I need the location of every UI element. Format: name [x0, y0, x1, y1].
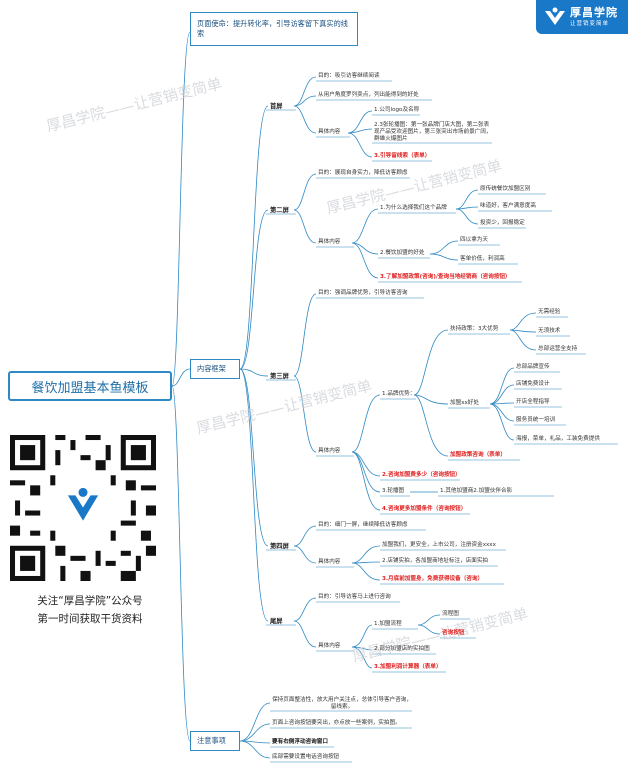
brand-slogan: 让营销变简单	[570, 21, 610, 27]
s4-goal: 目的：细门一屏，继续降低访客顾虑	[318, 522, 408, 528]
s3-join-button: 加盟政策咨询（表单）	[450, 452, 506, 458]
screen-2-label[interactable]: 第二屏	[270, 207, 289, 214]
s1-view: 从用户角度罗列卖点，列出能得到的好处	[318, 92, 419, 98]
qr-code-image	[10, 435, 156, 581]
s5-goal: 目的：引导访客马上进行咨询	[318, 594, 391, 600]
s3-join-item-5: 海报，菜单，礼品，工装免费提供	[516, 436, 600, 442]
s2-content: 具体内容	[318, 239, 341, 245]
s3-join: 加盟xx好处	[450, 400, 479, 406]
s3-join-item-4: 服务员统一培训	[516, 417, 556, 423]
s3-support-item-1: 无需经验	[538, 309, 561, 315]
s1-content: 具体内容	[318, 129, 341, 135]
s2-q2-item-2: 客单价低，利润高	[460, 256, 505, 262]
s2-q1-item-2: 味道好，客户满意度高	[480, 203, 536, 209]
node-framework[interactable]: 内容框架	[190, 359, 240, 379]
mindmap-root[interactable]: 餐饮加盟基本鱼模板	[8, 371, 172, 401]
s3-join-item-2: 店铺免费设计	[516, 381, 550, 387]
note-3: 要有右侧浮动咨询窗口	[272, 739, 328, 745]
node-mission[interactable]: 页面使命：提升转化率，引导访客留下真实的线索	[190, 12, 358, 46]
screen-3-label[interactable]: 第三屏	[270, 373, 289, 380]
s3-support-item-2: 无须技术	[538, 328, 561, 334]
s3-advantage: 1.品牌优势：	[382, 391, 416, 397]
s3-join-item-1: 总部品牌宣传	[516, 364, 550, 370]
node-notes[interactable]: 注意事项	[190, 731, 240, 751]
s2-q2-item-1: 四以拿为天	[460, 237, 488, 243]
s3-support-item-3: 总部运营全支持	[538, 346, 578, 352]
s3-item-3: 3.轮播图	[382, 488, 405, 494]
s3-join-item-3: 开店全程指导	[516, 399, 550, 405]
s2-q3: 3.了解加盟政策(咨询)/查询当地经销商（咨询按钮）	[380, 274, 511, 280]
s2-q1-item-3: 投资少，回报稳定	[480, 220, 525, 226]
screen-5-label[interactable]: 尾屏	[270, 618, 283, 625]
s5-item-1: 1.加盟流程	[374, 621, 402, 627]
s2-q1-item-1: 原传统餐饮加盟区别	[480, 186, 531, 192]
note-1: 保持页面整洁性，放大用户关注点，总体引导客户咨询，留线索。	[272, 697, 412, 710]
s3-goal: 目的：强调品牌优势，引导访客咨询	[318, 290, 408, 296]
s4-item-3: 3.月底前加盟身，免费获得设备（咨询）	[382, 576, 484, 582]
s5-item-1-button: 咨询按钮	[442, 630, 465, 636]
s3-item-2: 2.咨询加盟费多少（咨询按钮）	[382, 472, 461, 478]
note-2: 页面上咨询按钮要突出，亦点放一些案例，实拍图。	[272, 720, 401, 726]
s2-goal: 目的：展现自身实力，降低访客顾虑	[318, 170, 408, 176]
s4-item-1: 加盟我们，更安全，上市公司，注册资金xxxx	[382, 542, 496, 548]
s3-support: 扶持政策：3大优势	[450, 326, 499, 332]
s2-q1: 1.为什么选择我们这个品牌	[380, 205, 447, 211]
qr-caption-line-1: 关注“厚昌学院”公众号	[37, 595, 143, 607]
s1-goal: 目的：吸引访客继续阅读	[318, 73, 380, 79]
qr-caption-line-2: 第一时间获取干货资料	[37, 613, 143, 625]
s1-item-3: 3.引导留线索（表单）	[374, 153, 431, 159]
brand-name: 厚昌学院	[570, 6, 618, 19]
s1-item-1: 1.公司logo及名称	[374, 107, 420, 113]
s2-q2: 2.餐饮加盟的好处	[380, 250, 425, 256]
s1-item-2: 2.3张轮播图：第一张品牌门店大图，第二张表现产品受欢迎图片，第三张突出市场前景…	[374, 122, 492, 142]
s5-item-3: 3.加盟利润计算器（表单）	[374, 664, 442, 670]
note-4: 底部需要设置电话咨询按钮	[272, 754, 340, 760]
screen-4-label[interactable]: 第四屏	[270, 543, 289, 550]
s3-item-3-sub: 1.其他加盟商2.加盟伙伴合影	[440, 488, 513, 494]
s4-content: 具体内容	[318, 559, 341, 565]
s5-item-1-flow: 流程图	[442, 611, 459, 617]
s5-content: 具体内容	[318, 643, 341, 649]
brand-logo: 厚昌学院 让营销变简单	[536, 0, 628, 34]
s5-item-2: 2.部分加盟店的实拍图	[374, 646, 430, 652]
s3-item-4: 4.咨询更多加盟条件（咨询按钮）	[382, 506, 467, 512]
s4-item-2: 2.店铺实拍，各加盟商地址标注，店面实拍	[382, 558, 489, 564]
screen-1-label[interactable]: 首屏	[270, 103, 283, 110]
s3-content: 具体内容	[318, 448, 341, 454]
brand-emblem-icon	[545, 7, 565, 25]
